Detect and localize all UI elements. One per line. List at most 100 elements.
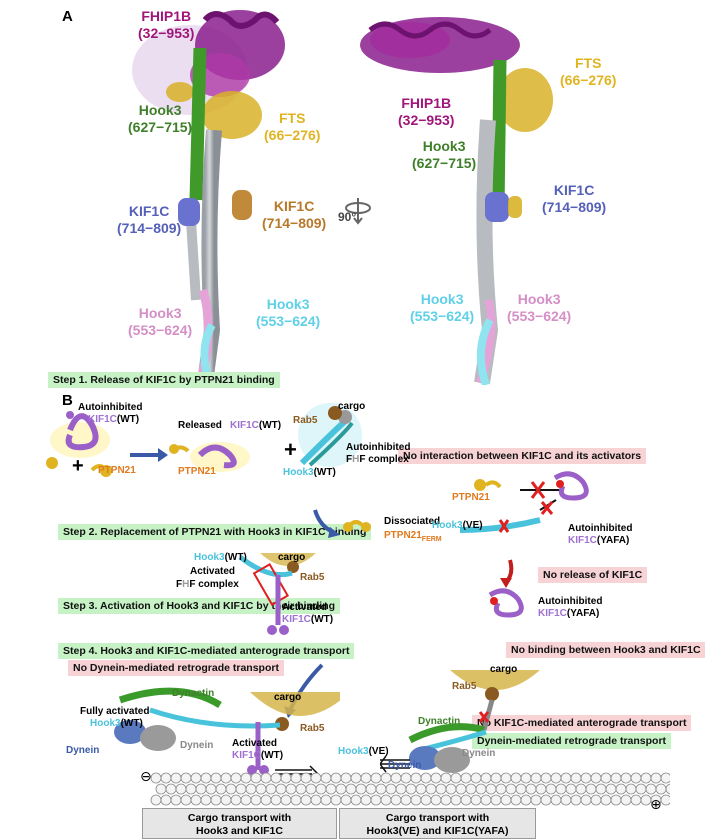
tubulin-subunit — [325, 783, 337, 795]
kif1c-motor-left — [247, 765, 257, 775]
ptpn21-dissociated-shape — [343, 522, 353, 532]
tubulin-subunit — [580, 772, 592, 784]
tubulin-subunit — [155, 783, 167, 795]
step4-right-diagram — [380, 670, 540, 773]
tubulin-subunit — [560, 772, 572, 784]
tubulin-subunit — [225, 783, 237, 795]
tubulin-subunit — [490, 794, 502, 806]
tubulin-subunit — [570, 772, 582, 784]
rotation-label: 90° — [338, 210, 357, 224]
tubulin-subunit — [460, 772, 472, 784]
tubulin-subunit — [190, 772, 202, 784]
label-autoinhibited-fhf: Autoinhibited FHF complex — [346, 442, 411, 465]
step1-arrow — [158, 448, 168, 462]
label-ptpn21-3: PTPN21 — [452, 492, 490, 503]
kif1c-released-shape — [197, 444, 237, 469]
tubulin-subunit — [535, 783, 547, 795]
tubulin-subunit — [285, 783, 297, 795]
dynactin-shape-left — [118, 687, 222, 709]
tubulin-subunit — [645, 783, 657, 795]
label-hook3-cyan-right: Hook3(553−624) — [410, 291, 475, 324]
tubulin-subunit — [405, 783, 417, 795]
label-ptpn21-1: PTPN21 — [98, 465, 136, 476]
binding-highlight-box — [252, 563, 290, 606]
fhip1b-density-right — [360, 17, 520, 73]
no-interaction-banner: No interaction between KIF1C and its act… — [398, 448, 647, 464]
tubulin-subunit — [550, 794, 562, 806]
label-autoinhibited-1: Autoinhibited — [78, 402, 143, 413]
kif1c-density-right — [485, 192, 509, 222]
kif1c-orange-density-left — [232, 190, 252, 220]
label-rab5-2: Rab5 — [300, 572, 325, 583]
tubulin-subunit — [180, 794, 192, 806]
tubulin-subunit — [380, 794, 392, 806]
label-cargo-2: cargo — [278, 552, 306, 563]
tubulin-subunit — [385, 783, 397, 795]
mutant-diagram — [459, 471, 589, 618]
label-dynein-blue-2: Dynein — [388, 760, 422, 771]
tubulin-subunit — [200, 794, 212, 806]
cargo-vesicle-right — [450, 670, 540, 690]
label-fhip1b-right: FHIP1B(32−953) — [398, 95, 455, 128]
tubulin-subunit — [390, 772, 402, 784]
tubulin-subunit — [470, 794, 482, 806]
label-kif1c-yafa-1: KIF1C(YAFA) — [568, 535, 630, 546]
label-hook3-wt-1: Hook3(WT) — [283, 467, 336, 478]
label-autoinhibited-3: Autoinhibited — [538, 596, 603, 607]
no-dynein-banner: No Dynein-mediated retrograde transport — [68, 660, 284, 676]
tubulin-subunit — [175, 783, 187, 795]
tubulin-subunit — [605, 783, 617, 795]
rotation-icon — [345, 198, 371, 225]
tubulin-subunit — [390, 794, 402, 806]
step2-diagram — [313, 509, 371, 538]
tubulin-subunit — [370, 794, 382, 806]
tubulin-subunit — [370, 772, 382, 784]
tubulin-subunit — [500, 794, 512, 806]
tubulin-subunit — [580, 794, 592, 806]
structure-right — [360, 17, 553, 385]
label-kif1c-wt-1: KIF1C(WT) — [88, 414, 140, 425]
tubulin-subunit — [450, 772, 462, 784]
tubulin-subunit — [260, 772, 272, 784]
tubulin-subunit — [320, 772, 332, 784]
tubulin-subunit — [280, 772, 292, 784]
tubulin-subunit — [380, 772, 392, 784]
hook3-green-helix-left — [189, 47, 207, 201]
tubulin-subunit — [610, 772, 622, 784]
tubulin-subunit — [525, 783, 537, 795]
tubulin-subunit — [540, 794, 552, 806]
tubulin-subunit — [350, 794, 362, 806]
tubulin-subunit — [600, 794, 612, 806]
tubulin-subunit — [205, 783, 217, 795]
label-activated-3: Activated — [232, 738, 278, 749]
tubulin-subunit — [280, 794, 292, 806]
tubulin-subunit — [530, 794, 542, 806]
tubulin-subunit — [190, 794, 202, 806]
tubulin-subunit — [575, 783, 587, 795]
tubulin-subunit — [650, 772, 662, 784]
tubulin-subunit — [350, 772, 362, 784]
tubulin-subunit — [570, 794, 582, 806]
tubulin-subunit — [655, 783, 667, 795]
tubulin-subunit — [305, 783, 317, 795]
tubulin-subunit — [490, 772, 502, 784]
label-dynein-grey-1: Dynein — [180, 740, 214, 751]
hook3-cyan-helix-right — [476, 318, 494, 385]
label-cargo-3: cargo — [274, 692, 302, 703]
no-kif-transport-banner: No KIF1C-mediated anterograde transport — [472, 715, 692, 731]
tubulin-subunit — [440, 794, 452, 806]
label-ptpn21-ferm: PTPN21FERM — [384, 530, 442, 543]
tubulin-subunit — [475, 783, 487, 795]
structure-left — [132, 10, 285, 385]
label-ptpn21-2: PTPN21 — [178, 466, 216, 477]
label-dynactin-2: Dynactin — [418, 716, 461, 727]
kif1c-motor-head — [267, 625, 277, 635]
tubulin-subunit — [240, 794, 252, 806]
step4-left-diagram — [114, 663, 340, 780]
tubulin-subunit — [560, 794, 572, 806]
tubulin-subunit — [330, 772, 342, 784]
tubulin-subunit — [250, 772, 262, 784]
tubulin-subunit — [615, 783, 627, 795]
plus-sign-1: + — [72, 455, 84, 477]
